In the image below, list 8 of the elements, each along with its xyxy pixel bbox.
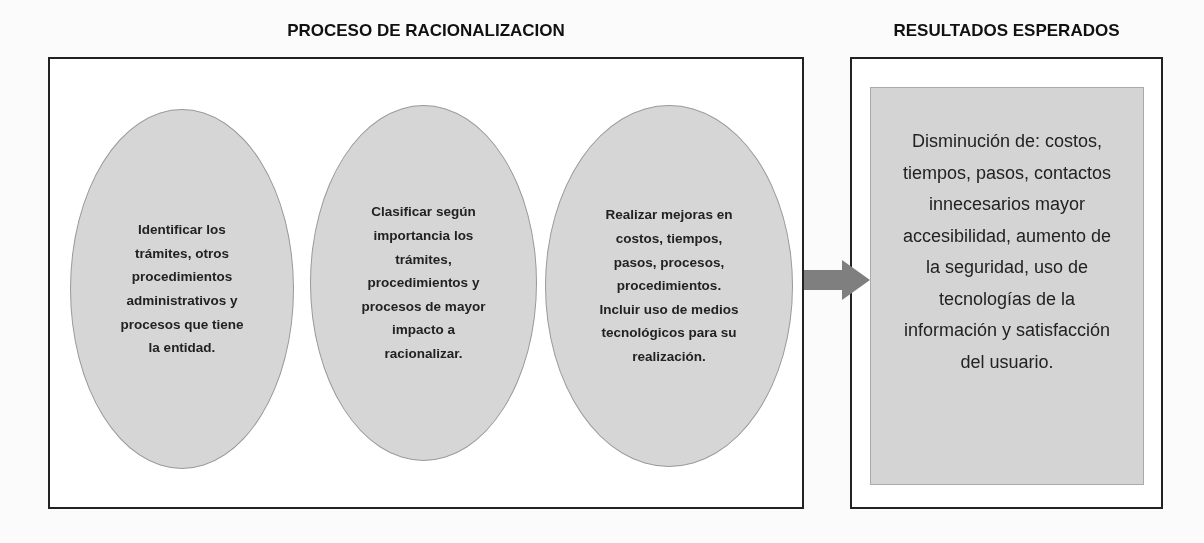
step-text: Realizar mejoras en costos, tiempos, pasos, procesos, procedimientos. Incluir uso de medios tecnológicos para su realización. xyxy=(598,206,740,367)
step-text: Identificar los trámites, otros procedimientos administrativos y procesos que tiene la entidad. xyxy=(119,221,245,358)
result-text: Disminución de: costos, tiempos, pasos, contactos innecesarios mayor accesibilidad, aumento de la seguridad, uso de tecnologías de la información y satisfacción del usuario. xyxy=(901,130,1113,374)
section-heading: RESULTADOS ESPERADOS xyxy=(892,21,1121,41)
block-arrow xyxy=(804,260,870,300)
result-box xyxy=(870,87,1144,485)
step-text: Clasificar según importancia los trámites, procedimientos y procesos de mayor impacto a racionalizar. xyxy=(360,203,487,364)
section-heading: PROCESO DE RACIONALIZACION xyxy=(286,21,566,41)
